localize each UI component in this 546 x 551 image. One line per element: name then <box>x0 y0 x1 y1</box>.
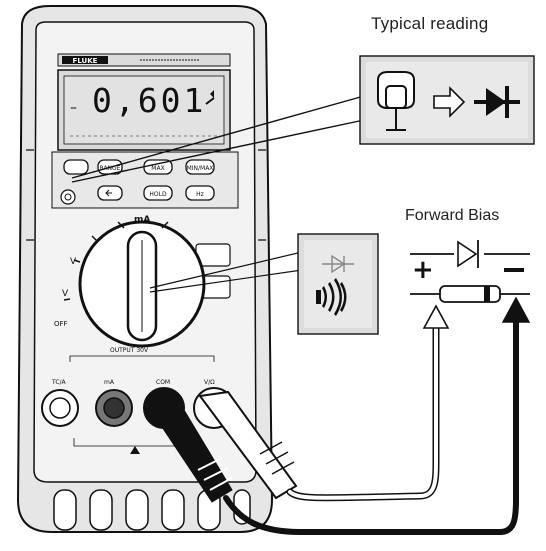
svg-text:HOLD: HOLD <box>149 191 167 198</box>
lcd-readout: 0,601 <box>92 81 207 120</box>
brand-logo: FLUKE <box>73 57 98 65</box>
button-1[interactable] <box>63 159 89 175</box>
svg-text:–: – <box>70 100 77 116</box>
forward-bias-label: Forward Bias <box>405 207 500 224</box>
beeper-callout <box>149 233 379 335</box>
svg-text:mA: mA <box>134 215 150 225</box>
svg-text:V/Ω: V/Ω <box>204 379 215 386</box>
button-minmax[interactable] <box>185 159 215 175</box>
physical-diode <box>439 285 501 303</box>
diode-small-icon <box>322 254 354 274</box>
polarity-plus: + <box>412 255 434 285</box>
button-hold[interactable] <box>143 185 173 201</box>
svg-text:Hz: Hz <box>196 191 204 198</box>
diode-schematic-icon <box>457 240 478 268</box>
diode-symbol-icon <box>474 86 520 118</box>
svg-text:RANGE: RANGE <box>100 165 121 172</box>
svg-text:V: V <box>70 257 77 267</box>
forward-bias-circuit: + <box>410 240 530 303</box>
svg-text:OUTPUT 30V: OUTPUT 30V <box>110 347 149 354</box>
diode-mode-icon <box>377 71 415 131</box>
dial-marks <box>63 221 169 301</box>
svg-text:TC/A: TC/A <box>51 379 67 386</box>
svg-text:V: V <box>62 289 69 299</box>
right-arrow-icon <box>433 86 466 118</box>
beeper-icon <box>316 278 347 316</box>
svg-text:MAX: MAX <box>151 165 164 172</box>
svg-text:mA: mA <box>104 379 115 386</box>
test-leads <box>151 296 531 535</box>
negative-arrowhead <box>501 296 531 323</box>
positive-lead <box>286 322 440 502</box>
button-hz[interactable] <box>185 185 215 201</box>
backlight-icon[interactable] <box>60 189 76 205</box>
red-probe-body <box>198 390 298 500</box>
negative-lead <box>223 317 519 535</box>
typical-reading-label: Typical reading <box>371 14 489 33</box>
svg-text:COM: COM <box>156 379 170 386</box>
off-label: OFF <box>54 320 68 328</box>
positive-arrowhead <box>422 304 450 329</box>
svg-text:MIN/MAX: MIN/MAX <box>187 165 214 172</box>
typical-reading-callout <box>71 55 535 183</box>
meter-buttons <box>63 159 215 201</box>
